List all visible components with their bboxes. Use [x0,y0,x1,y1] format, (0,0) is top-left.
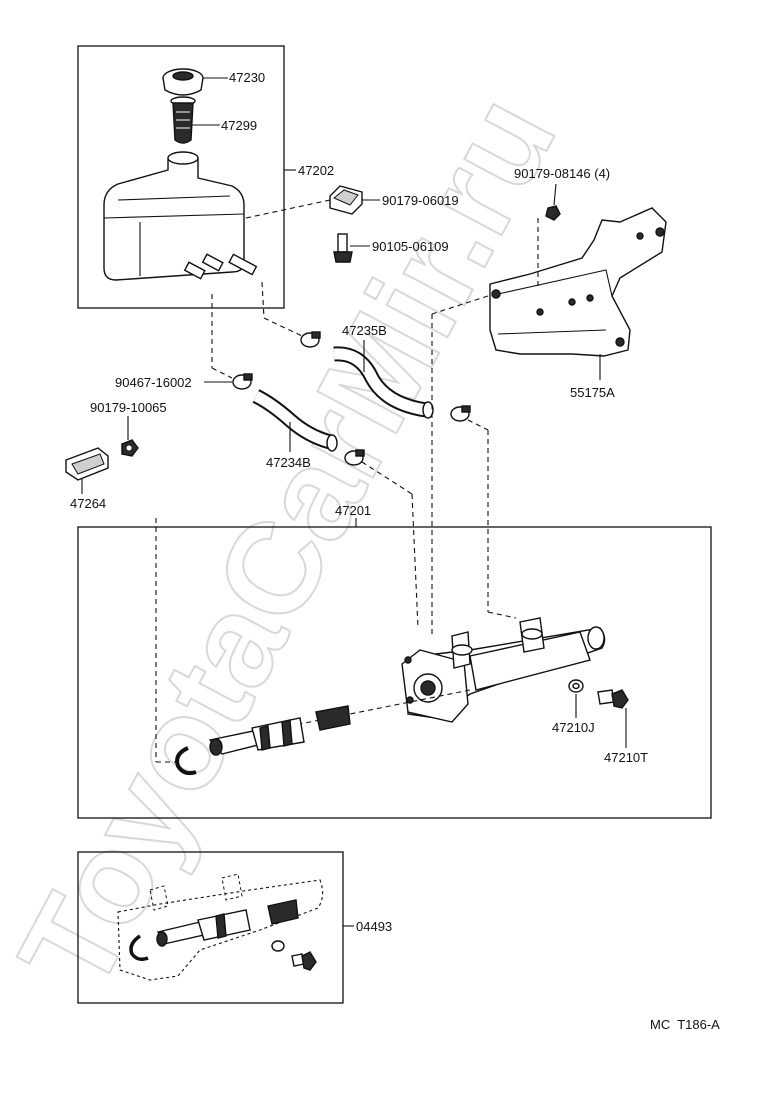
repair-kit-box [77,851,344,1004]
label-47299: 47299 [221,118,257,133]
reservoir-tank [103,151,245,281]
repair-kit-outline [117,873,324,981]
washer-47210j [568,679,584,693]
label-90179-10065: 90179-10065 [90,400,167,415]
piston-assembly [208,705,351,756]
reservoir-bolt [333,233,353,263]
master-cylinder-box [77,526,712,819]
label-47264: 47264 [70,496,106,511]
reservoir-strainer [170,96,196,144]
snap-ring [175,746,197,776]
reservoir-box [77,45,285,309]
label-90105-06109: 90105-06109 [372,239,449,254]
label-47201: 47201 [335,503,371,518]
reservoir-hose-b [333,346,434,419]
footer-code: MC T186-A [650,1017,720,1032]
label-47234B: 47234B [266,455,311,470]
label-47235B: 47235B [342,323,387,338]
master-cylinder-bracket [489,207,667,357]
nut-90179-10065 [121,439,139,457]
master-cylinder-body [401,617,606,723]
hose-clamp-1 [300,331,321,348]
label-55175A: 55175A [570,385,615,400]
label-90179-08146: 90179-08146 (4) [514,166,610,181]
label-47210J: 47210J [552,720,595,735]
bleeder-47210t [597,689,629,709]
label-90467-16002: 90467-16002 [115,375,192,390]
label-47230: 47230 [229,70,265,85]
reservoir-cap [162,68,204,96]
hose-clamp-4 [450,405,471,422]
label-04493: 04493 [356,919,392,934]
reservoir-hose-a [252,389,338,452]
reservoir-bracket [329,185,363,215]
label-90179-06019: 90179-06019 [382,193,459,208]
bracket-nut [545,205,561,221]
repair-kit-piston [156,899,299,947]
spacer-47264 [65,447,109,481]
hose-clamp-3 [344,449,365,466]
label-47202: 47202 [298,163,334,178]
hose-clamp-2 [232,373,253,390]
label-47210T: 47210T [604,750,648,765]
reservoir-outlets [183,253,258,280]
watermark: ToyotaCarMir.ru [0,73,583,1013]
repair-kit-bleeder [291,951,317,971]
